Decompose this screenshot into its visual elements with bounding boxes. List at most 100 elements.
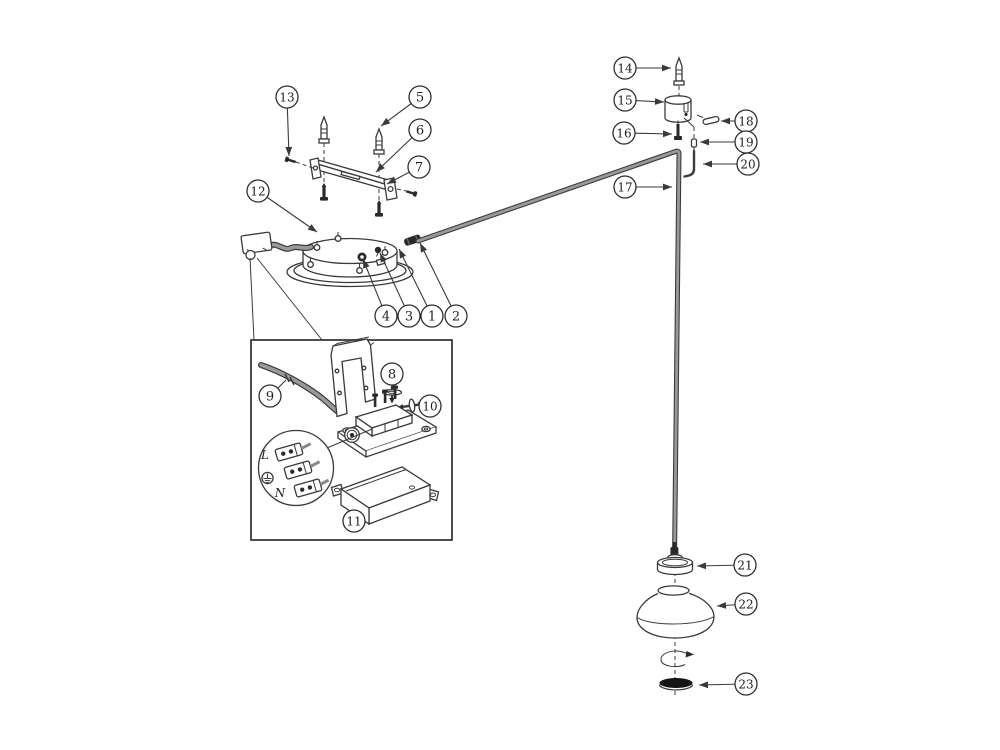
diffuser-disc: [658, 678, 694, 691]
callout-10: 10: [418, 394, 442, 418]
callout-arrowhead: [697, 562, 707, 570]
callout-2: 2: [419, 242, 468, 328]
mounting-screw-right: [375, 200, 383, 217]
lamp-shade: [636, 585, 715, 639]
callout-bubble: [420, 304, 444, 328]
callout-bubble: [734, 592, 758, 616]
callout-number: 14: [617, 61, 633, 75]
callout-4: 4: [362, 258, 398, 328]
lamp-head-assembly: [636, 542, 715, 697]
cord-grommet: [357, 252, 367, 262]
callout-bubble: [380, 362, 404, 386]
callout-bubble: [733, 553, 757, 577]
callout-19: 19: [700, 130, 758, 154]
callout-6: 6: [375, 118, 432, 173]
callout-18: 18: [721, 109, 758, 133]
callout-number: 2: [452, 310, 460, 325]
callout-number: 8: [388, 368, 396, 383]
callout-number: 21: [737, 558, 752, 572]
callout-arrowhead: [420, 243, 428, 253]
callout-number: 10: [422, 399, 437, 413]
callout-12: 12: [246, 179, 318, 233]
callout-number: 17: [617, 180, 632, 194]
suspension-cable: [415, 148, 682, 554]
ring-screw: [374, 246, 382, 257]
inset-detail-box: L N: [250, 336, 453, 541]
callout-leader: [419, 242, 457, 317]
inset-bracket-frame: [330, 336, 377, 418]
callout-bubble: [613, 88, 637, 112]
callout-number: 18: [738, 114, 753, 128]
callout-bubble: [342, 509, 366, 533]
callout-arrowhead: [381, 117, 391, 126]
side-screw-left: [284, 156, 297, 164]
callout-13: 13: [275, 85, 299, 157]
terminal-live: [274, 442, 312, 462]
teardrop-holes: [307, 257, 363, 274]
callout-number: 23: [738, 677, 753, 691]
cable-end-fitting: [670, 547, 679, 555]
callout-bubble: [612, 121, 636, 145]
terminal-block: [336, 385, 438, 458]
callout-11: 11: [342, 509, 366, 533]
wall-anchor-top: [673, 56, 685, 86]
callout-14: 14: [613, 56, 671, 80]
rotation-arrow-icon: [660, 650, 694, 668]
callout-bubble: [418, 394, 442, 418]
callout-number: 5: [416, 91, 424, 106]
callout-arrowhead: [285, 146, 293, 156]
cable-stop: [690, 138, 698, 148]
callout-number: 11: [346, 514, 361, 528]
label-neutral: N: [274, 486, 286, 500]
callout-bubble: [613, 175, 637, 199]
callout-arrowhead: [376, 163, 385, 172]
callout-bubble: [397, 304, 421, 328]
callout-number: 3: [405, 310, 413, 325]
callout-17: 17: [613, 175, 672, 199]
driver-cover-box: [330, 466, 440, 526]
callout-number: 1: [428, 310, 436, 325]
callout-9: 9: [258, 379, 287, 408]
callout-21: 21: [696, 553, 757, 577]
callout-number: 12: [250, 184, 265, 198]
ceiling-hanger-assembly: [664, 56, 720, 178]
terminal-neutral: [293, 478, 330, 498]
callout-arrowhead: [663, 183, 672, 191]
callout-bubble: [734, 672, 758, 696]
callout-bubble: [408, 85, 432, 109]
callout-number: 6: [416, 124, 424, 139]
callout-bubble: [258, 384, 282, 408]
callout-bubble: [246, 179, 270, 203]
callout-23: 23: [698, 672, 758, 696]
wall-anchor-right: [373, 127, 385, 155]
earth-symbol-icon: [261, 471, 274, 485]
cable-gripper-housing: [664, 95, 692, 123]
callout-bubble: [408, 118, 432, 142]
callout-arrowhead: [662, 64, 671, 72]
callout-arrowhead: [654, 98, 664, 105]
callout-7: 7: [386, 155, 431, 185]
callout-16: 16: [612, 121, 673, 145]
callout-number: 7: [415, 161, 423, 176]
inset-mains-cable: [258, 362, 340, 414]
keyhole-slots: [313, 232, 389, 256]
callout-arrowhead: [717, 601, 727, 609]
callout-8: 8: [380, 362, 404, 387]
callout-1: 1: [398, 248, 444, 328]
callout-arrowhead: [399, 249, 407, 259]
callout-bubble: [444, 304, 468, 328]
callout-bubble: [613, 56, 637, 80]
holder-cap: [656, 554, 694, 576]
callout-3: 3: [379, 252, 421, 328]
callout-number: 9: [266, 390, 274, 405]
cable-clamp: [344, 427, 360, 443]
bracket-bar: [309, 157, 398, 201]
callout-bubble: [275, 85, 299, 109]
callout-arrowhead: [307, 224, 317, 232]
callout-number: 20: [740, 157, 755, 171]
callout-number: 16: [616, 126, 631, 140]
callout-20: 20: [703, 152, 760, 176]
